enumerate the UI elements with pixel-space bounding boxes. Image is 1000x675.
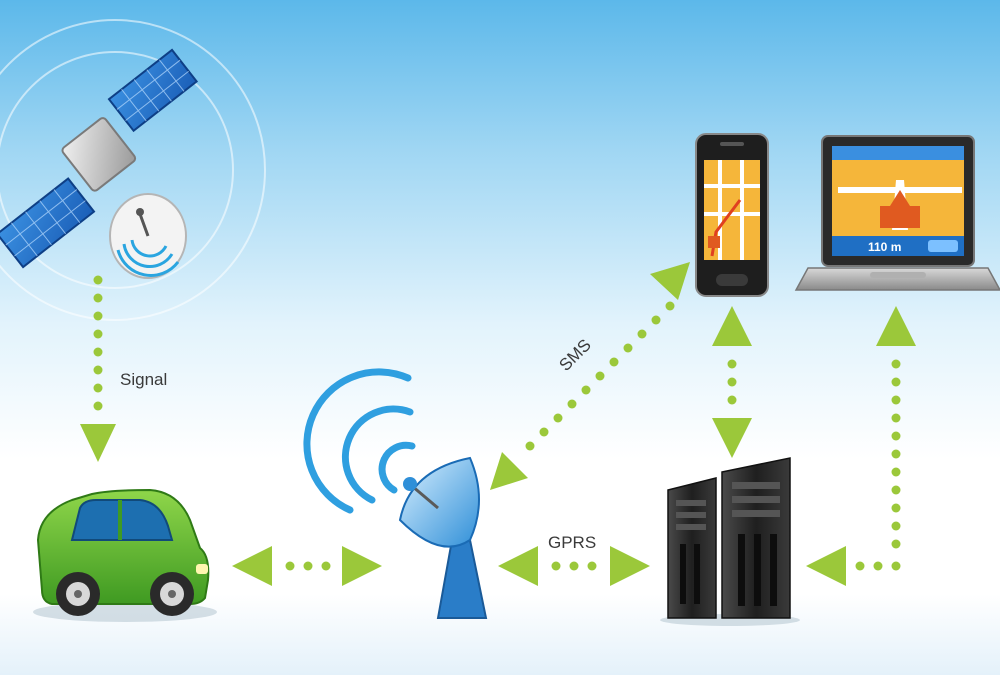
gprs-label: GPRS [548,533,596,552]
satellite-dish-icon [303,368,488,619]
signal-label: Signal [120,370,167,389]
orbit-arcs [0,19,266,321]
sms-label: SMS [555,335,594,374]
signal-arrow [80,275,116,462]
satellite-icon [0,48,199,279]
phone-server-arrow [712,306,752,458]
smartphone-navigation-icon [695,133,769,297]
car-icon [33,488,217,622]
sms-arrow [490,262,690,490]
gprs-arrow [498,546,650,586]
car-antenna-arrow [232,546,382,586]
laptop-distance-readout: 110 m [868,240,901,254]
server-icon [660,457,800,626]
laptop-server-arrow [806,306,916,586]
laptop-navigation-icon: 110 m [794,135,1000,291]
